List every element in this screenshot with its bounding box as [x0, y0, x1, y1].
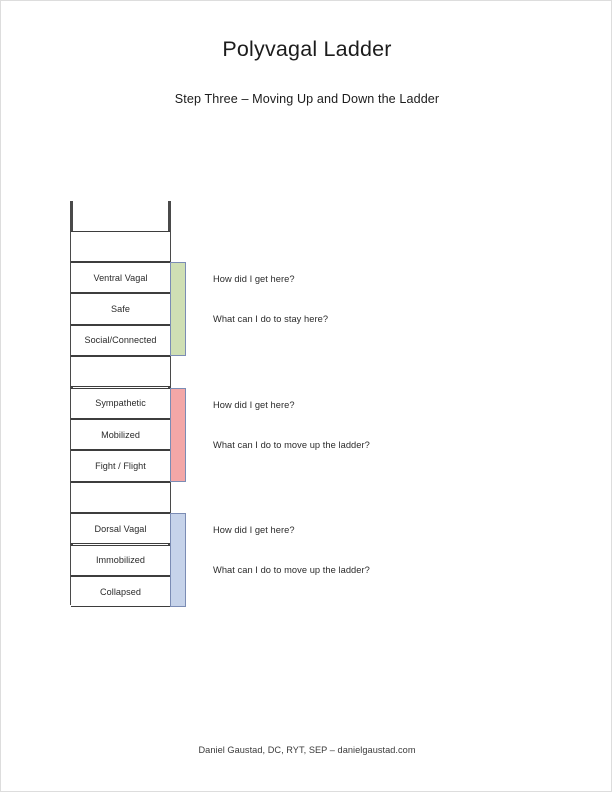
ladder-rung-mobilized: Mobilized: [71, 418, 170, 451]
ladder-rung-label: Safe: [111, 303, 130, 314]
zone-bar-sympathetic: [170, 387, 186, 482]
page-footer: Daniel Gaustad, DC, RYT, SEP – danielgau…: [198, 745, 416, 755]
page-title: Polyvagal Ladder: [222, 37, 392, 61]
ladder-rung-ventral-vagal: Ventral Vagal: [71, 261, 170, 294]
ladder-rung-dorsal-vagal: Dorsal Vagal: [71, 513, 170, 545]
ladder-rung-social-connected: Social/Connected: [71, 324, 170, 357]
question-line: How did I get here?: [213, 525, 295, 536]
page-subtitle: Step Three – Moving Up and Down the Ladd…: [174, 92, 440, 106]
ladder-rung-immobilized: Immobilized: [71, 544, 170, 576]
question-block-dorsal: How did I get here? What can I do to move…: [213, 525, 513, 575]
ladder-rung-label: Mobilized: [101, 429, 140, 440]
ladder-rung-label: Collapsed: [100, 586, 141, 597]
question-line: What can I do to move up the ladder?: [213, 439, 370, 450]
ladder-rung-blank: [71, 356, 170, 388]
ladder-rung-collapsed: Collapsed: [71, 575, 170, 608]
ladder-rung-sympathetic: Sympathetic: [71, 387, 170, 419]
ladder-rung-label: Sympathetic: [95, 398, 146, 409]
ladder-rung-blank: [71, 230, 170, 262]
question-line: How did I get here?: [213, 399, 295, 410]
zone-bar-dorsal: [170, 513, 186, 608]
ladder-rung-safe: Safe: [71, 293, 170, 325]
ladder-rung-blank: [71, 481, 170, 514]
ladder-rung-label: Social/Connected: [84, 335, 157, 346]
zone-bar-ventral: [170, 261, 186, 357]
question-line: What can I do to move up the ladder?: [213, 565, 370, 576]
ladder-rung-fight-flight: Fight / Flight: [71, 450, 170, 482]
question-line: What can I do to stay here?: [213, 313, 329, 324]
question-block-sympathetic: How did I get here? What can I do to move…: [213, 400, 513, 450]
ladder-rung-label: Ventral Vagal: [93, 272, 148, 283]
ladder-rung-label: Immobilized: [95, 555, 146, 566]
question-line: How did I get here?: [213, 273, 295, 284]
ladder-rung-label: Dorsal Vagal: [94, 523, 147, 534]
question-block-ventral: How did I get here? What can I do to stay…: [213, 274, 513, 324]
ladder-rung-label: Fight / Flight: [95, 460, 146, 471]
